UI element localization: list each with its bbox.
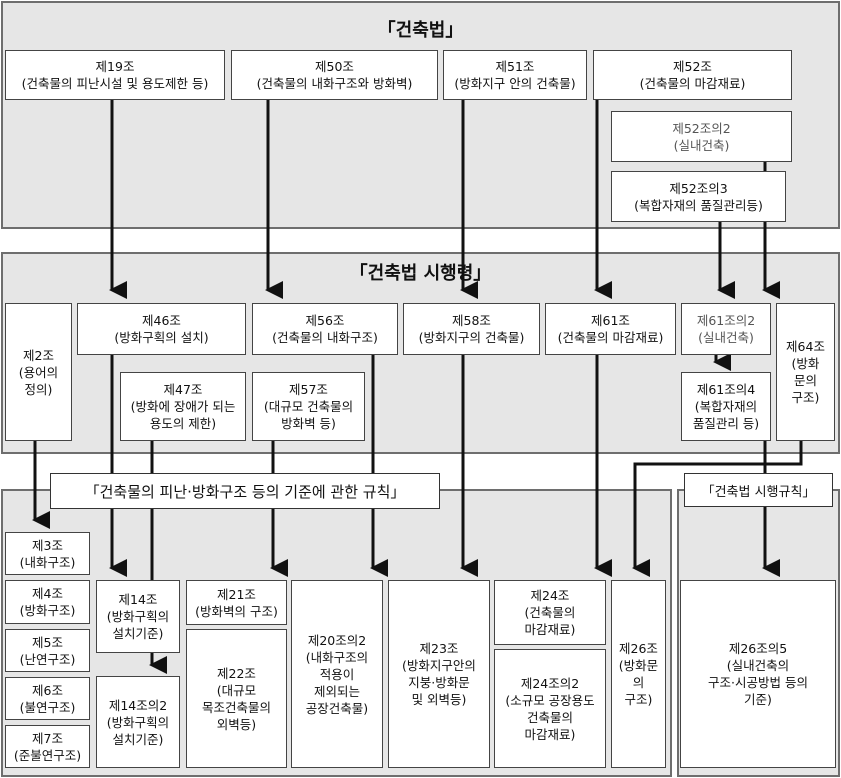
decree-article-58: 제58조 (방화지구의 건축물) — [403, 303, 540, 355]
decree-article-2: 제2조 (용어의 정의) — [5, 303, 72, 441]
decree-article-61: 제61조 (건축물의 마감재료) — [545, 303, 676, 355]
rules-article-3: 제3조 (내화구조) — [5, 532, 90, 575]
enforcement-article-26-5: 제26조의5 (실내건축의 구조·시공방법 등의 기준) — [680, 580, 836, 768]
rules-title: 「건축물의 피난·방화구조 등의 기준에 관한 규칙」 — [50, 473, 440, 509]
enforcement-title: 「건축법 시행규칙」 — [684, 473, 833, 507]
rules-article-21: 제21조 (방화벽의 구조) — [186, 580, 287, 625]
act-article-52-3: 제52조의3 (복합자재의 품질관리등) — [611, 171, 786, 222]
rules-article-20-2: 제20조의2 (내화구조의 적용이 제외되는 공장건축물) — [291, 580, 383, 768]
decree-article-56: 제56조 (건축물의 내화구조) — [252, 303, 398, 355]
decree-article-64: 제64조 (방화 문의 구조) — [776, 303, 835, 441]
act-article-19: 제19조 (건축물의 피난시설 및 용도제한 등) — [5, 50, 225, 100]
rules-article-23: 제23조 (방화지구안의 지붕·방화문 및 외벽등) — [388, 580, 490, 768]
rules-article-24-2: 제24조의2 (소규모 공장용도 건축물의 마감재료) — [494, 649, 606, 768]
rules-article-24: 제24조 (건축물의 마감재료) — [494, 580, 606, 645]
rules-article-22: 제22조 (대규모 목조건축물의 외벽등) — [186, 629, 287, 768]
act-article-51: 제51조 (방화지구 안의 건축물) — [443, 50, 587, 100]
decree-article-47: 제47조 (방화에 장애가 되는 용도의 제한) — [120, 372, 246, 441]
act-article-50: 제50조 (건축물의 내화구조와 방화벽) — [231, 50, 438, 100]
rules-article-4: 제4조 (방화구조) — [5, 580, 90, 624]
rules-article-14-2: 제14조의2 (방화구획의 설치기준) — [96, 676, 180, 768]
decree-title: 「건축법 시행령」 — [349, 263, 492, 284]
act-title: 「건축법」 — [377, 20, 464, 41]
act-article-52: 제52조 (건축물의 마감재료) — [593, 50, 792, 100]
rules-article-6: 제6조 (불연구조) — [5, 677, 90, 720]
rules-article-5: 제5조 (난연구조) — [5, 629, 90, 672]
decree-article-61-4: 제61조의4 (복합자재의 품질관리 등) — [681, 372, 771, 441]
decree-article-57: 제57조 (대규모 건축물의 방화벽 등) — [252, 372, 365, 441]
rules-article-26: 제26조 (방화문 의 구조) — [611, 580, 666, 768]
decree-article-46: 제46조 (방화구획의 설치) — [77, 303, 246, 355]
decree-article-61-2: 제61조의2 (실내건축) — [681, 303, 771, 355]
rules-article-7: 제7조 (준불연구조) — [5, 725, 90, 768]
act-article-52-2: 제52조의2 (실내건축) — [611, 111, 792, 162]
rules-article-14: 제14조 (방화구획의 설치기준) — [96, 580, 180, 653]
